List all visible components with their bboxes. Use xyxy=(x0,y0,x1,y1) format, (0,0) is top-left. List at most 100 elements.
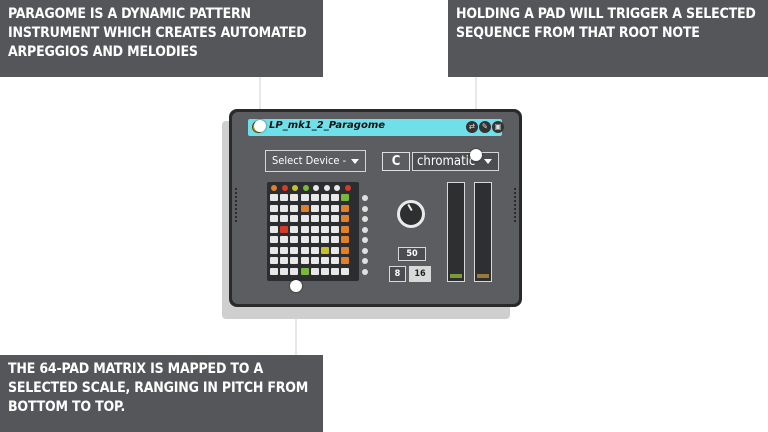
top-led[interactable] xyxy=(313,185,319,191)
pad[interactable] xyxy=(321,225,329,233)
pad[interactable] xyxy=(270,267,278,275)
pad[interactable] xyxy=(290,257,299,264)
pad[interactable] xyxy=(280,257,289,264)
pad[interactable] xyxy=(341,225,350,233)
right-grip xyxy=(514,188,516,224)
number-box-top[interactable]: 50 xyxy=(398,247,426,261)
side-led[interactable] xyxy=(362,268,368,275)
callout-paragome: Paragome is a dynamic pattern instrument… xyxy=(0,0,323,77)
pad[interactable] xyxy=(310,225,319,233)
edit-icon[interactable]: ✎ xyxy=(479,121,491,133)
pad[interactable] xyxy=(300,267,309,275)
number-box-right[interactable]: 16 xyxy=(409,266,431,282)
pad[interactable] xyxy=(321,204,329,212)
pad[interactable] xyxy=(290,194,299,201)
top-led[interactable] xyxy=(281,185,288,191)
callout-dot-paragome xyxy=(254,120,266,132)
pad[interactable] xyxy=(300,194,309,201)
meter-right[interactable] xyxy=(474,182,492,282)
pad[interactable] xyxy=(321,215,329,222)
pad[interactable] xyxy=(341,257,350,264)
pad[interactable] xyxy=(290,267,299,275)
number-box-left[interactable]: 8 xyxy=(389,266,406,282)
pad[interactable] xyxy=(310,267,319,275)
pad[interactable] xyxy=(331,225,340,233)
pad[interactable] xyxy=(331,246,340,254)
pad[interactable] xyxy=(300,215,309,222)
pad[interactable] xyxy=(270,215,278,222)
device-body: LP_mk1_2_Paragome ⇄ ✎ ▣ Select Device - … xyxy=(232,112,519,304)
side-led[interactable] xyxy=(362,226,368,233)
side-led[interactable] xyxy=(362,247,368,254)
pad[interactable] xyxy=(331,236,340,243)
top-led[interactable] xyxy=(292,185,298,191)
pad[interactable] xyxy=(321,236,329,243)
rate-knob[interactable] xyxy=(397,200,425,228)
pad[interactable] xyxy=(300,225,309,233)
pad[interactable] xyxy=(280,236,289,243)
pad[interactable] xyxy=(310,215,319,222)
pad[interactable] xyxy=(310,257,319,264)
pad[interactable] xyxy=(300,257,309,264)
pad[interactable] xyxy=(290,246,299,254)
swap-icon[interactable]: ⇄ xyxy=(466,121,478,133)
pad[interactable] xyxy=(310,236,319,243)
pad[interactable] xyxy=(310,246,319,254)
pad[interactable] xyxy=(270,257,278,264)
meter-left-level xyxy=(450,274,462,278)
pad[interactable] xyxy=(270,236,278,243)
side-led[interactable] xyxy=(362,237,368,243)
side-led[interactable] xyxy=(362,195,368,201)
pad[interactable] xyxy=(331,194,340,201)
pad[interactable] xyxy=(280,246,289,254)
top-led[interactable] xyxy=(302,185,309,191)
pad[interactable] xyxy=(331,204,340,212)
pad[interactable] xyxy=(300,246,309,254)
pad[interactable] xyxy=(321,246,329,254)
top-led[interactable] xyxy=(344,185,351,191)
pad[interactable] xyxy=(331,267,340,275)
pad[interactable] xyxy=(300,204,309,212)
pad[interactable] xyxy=(290,236,299,243)
pad[interactable] xyxy=(321,194,329,201)
pad[interactable] xyxy=(341,246,350,254)
side-led[interactable] xyxy=(362,205,368,212)
root-note-selector[interactable]: C xyxy=(382,152,410,171)
side-led[interactable] xyxy=(362,216,368,222)
pad[interactable] xyxy=(280,194,289,201)
pad[interactable] xyxy=(341,267,350,275)
pad[interactable] xyxy=(280,225,289,233)
pad[interactable] xyxy=(341,194,350,201)
side-led[interactable] xyxy=(362,258,368,264)
pad[interactable] xyxy=(300,236,309,243)
pad[interactable] xyxy=(310,204,319,212)
pad[interactable] xyxy=(290,225,299,233)
callout-dot-matrix xyxy=(290,280,302,292)
pad[interactable] xyxy=(341,215,350,222)
pad[interactable] xyxy=(341,204,350,212)
callout-hold-pad: Holding a pad will trigger a selected se… xyxy=(448,0,768,77)
meter-left[interactable] xyxy=(447,182,465,282)
pad[interactable] xyxy=(280,204,289,212)
device-title: LP_mk1_2_Paragome xyxy=(269,120,386,131)
pad[interactable] xyxy=(270,194,278,201)
save-icon[interactable]: ▣ xyxy=(492,121,504,133)
pad[interactable] xyxy=(341,236,350,243)
pad[interactable] xyxy=(321,267,329,275)
pad[interactable] xyxy=(280,267,289,275)
pad[interactable] xyxy=(280,215,289,222)
pad[interactable] xyxy=(331,257,340,264)
pad[interactable] xyxy=(290,215,299,222)
pad[interactable] xyxy=(331,215,340,222)
pad[interactable] xyxy=(270,246,278,254)
top-led[interactable] xyxy=(334,185,340,191)
pad[interactable] xyxy=(310,194,319,201)
top-led[interactable] xyxy=(271,185,277,191)
pad[interactable] xyxy=(270,204,278,212)
top-led[interactable] xyxy=(323,185,330,191)
pad[interactable] xyxy=(290,204,299,212)
pad[interactable] xyxy=(321,257,329,264)
device-select-dropdown[interactable]: Select Device - xyxy=(265,150,366,172)
pad[interactable] xyxy=(270,225,278,233)
scale-dropdown[interactable]: chromatic xyxy=(412,152,499,171)
